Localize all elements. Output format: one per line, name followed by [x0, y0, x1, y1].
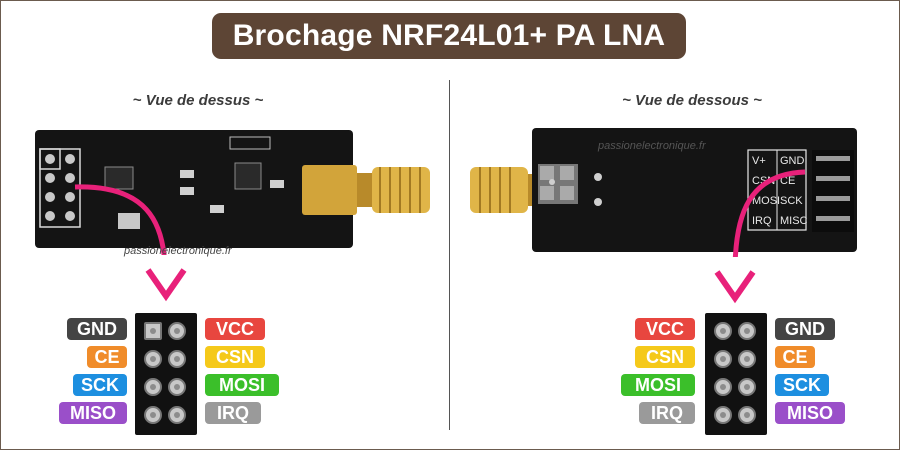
arrowhead-top	[145, 268, 187, 302]
center-divider	[449, 80, 450, 430]
right-pin-5	[714, 378, 732, 396]
right-pin-sck: SCK	[775, 374, 829, 396]
chip-pa	[234, 162, 262, 190]
left-pin-7	[144, 406, 162, 424]
right-pin-6	[738, 378, 756, 396]
left-pin-4	[168, 350, 186, 368]
top-view-label: ~ Vue de dessus ~	[132, 92, 264, 109]
header-pins-top	[39, 148, 81, 228]
right-pin-1	[714, 322, 732, 340]
watermark-top: passionelectronique.fr	[124, 245, 232, 257]
silk-irq: IRQ	[752, 215, 772, 227]
watermark-bottom: passionelectronique.fr	[598, 140, 706, 152]
silk-misc: MISC	[780, 215, 808, 227]
module-top-view	[35, 130, 430, 255]
arrowhead-bottom	[714, 270, 756, 304]
right-pin-gnd: GND	[775, 318, 835, 340]
module-bottom-view: V+ GND CSN CE MOSI SCK IRQ MISC	[470, 128, 857, 257]
right-pin-ce: CE	[775, 346, 815, 368]
left-pin-8	[168, 406, 186, 424]
left-pin-irq: IRQ	[205, 402, 261, 424]
right-pin-2	[738, 322, 756, 340]
left-pin-gnd: GND	[67, 318, 127, 340]
silkscreen-pinout: V+ GND CSN CE MOSI SCK IRQ MISC	[747, 149, 808, 231]
left-pin-5	[144, 378, 162, 396]
bottom-view-label: ~ Vue de dessous ~	[622, 92, 762, 109]
silk-ce: CE	[780, 175, 795, 187]
right-pin-7	[714, 406, 732, 424]
sma-connector-top	[302, 165, 430, 215]
right-pin-header	[705, 313, 767, 435]
crystal	[118, 213, 140, 229]
right-pin-mosi: MOSI	[621, 374, 695, 396]
silk-sck: SCK	[780, 195, 803, 207]
left-pin-vcc: VCC	[205, 318, 265, 340]
left-pin-1	[144, 322, 162, 340]
right-pin-irq: IRQ	[639, 402, 695, 424]
arrow-top	[74, 184, 167, 255]
arrow-bottom	[732, 169, 806, 257]
header-pins-bottom	[812, 150, 854, 232]
right-pin-4	[738, 350, 756, 368]
page-title: Brochage NRF24L01+ PA LNA	[212, 13, 686, 59]
pcb-bottom	[532, 128, 857, 252]
right-pin-miso: MISO	[775, 402, 845, 424]
right-pin-vcc: VCC	[635, 318, 695, 340]
left-pin-2	[168, 322, 186, 340]
chip-main	[104, 166, 134, 190]
left-pin-miso: MISO	[59, 402, 127, 424]
left-pin-sck: SCK	[73, 374, 127, 396]
left-pin-mosi: MOSI	[205, 374, 279, 396]
right-pin-3	[714, 350, 732, 368]
silk-vplus: V+	[752, 155, 766, 167]
left-pin-3	[144, 350, 162, 368]
right-pin-csn: CSN	[635, 346, 695, 368]
left-pin-header	[135, 313, 197, 435]
left-pin-ce: CE	[87, 346, 127, 368]
silk-csn: CSN	[752, 175, 775, 187]
silk-mosi: MOSI	[752, 195, 780, 207]
left-pin-csn: CSN	[205, 346, 265, 368]
left-pin-6	[168, 378, 186, 396]
silk-gnd: GND	[780, 155, 805, 167]
sma-connector-bottom	[470, 167, 542, 213]
right-pin-8	[738, 406, 756, 424]
